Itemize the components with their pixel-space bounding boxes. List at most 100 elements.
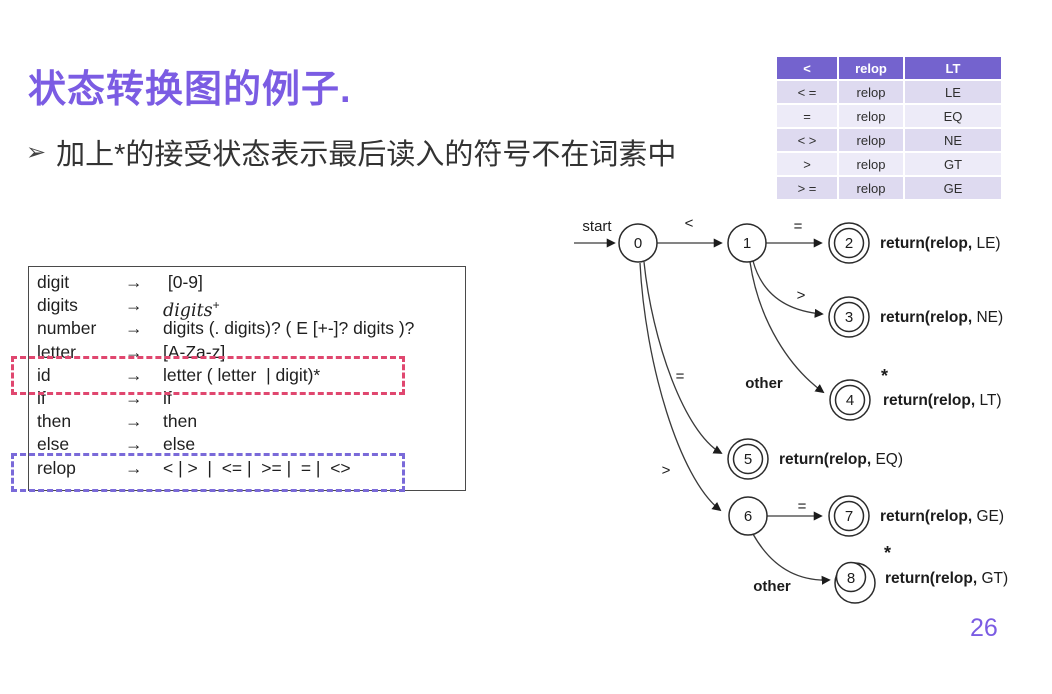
grammar-rhs: letter ( letter | digit)*: [163, 364, 321, 385]
return-action-label: return(relop, LT): [883, 392, 1002, 409]
grammar-rule: digits → digits+: [37, 294, 465, 322]
state-number: 3: [845, 309, 853, 326]
arrow-icon: →: [125, 457, 143, 478]
table-cell: relop: [839, 129, 905, 153]
grammar-lhs: relop: [37, 457, 76, 478]
grammar-lhs: digits: [37, 295, 78, 316]
state-number: 4: [846, 392, 854, 409]
grammar-rhs: else: [163, 434, 196, 455]
table-cell: =: [777, 105, 839, 129]
state-number: 7: [845, 508, 853, 525]
arrow-icon: →: [125, 295, 143, 316]
table-cell: < >: [777, 129, 839, 153]
return-action-label: return(relop, GT): [885, 570, 1008, 587]
return-action-label: return(relop, EQ): [779, 451, 903, 468]
table-cell: relop: [839, 105, 905, 129]
table-cell: EQ: [905, 105, 1003, 129]
transition-edge: [749, 261, 825, 394]
edge-label: other: [745, 375, 783, 392]
grammar-rhs: digits+: [163, 298, 220, 322]
page-title: 状态转换图的例子.: [28, 69, 352, 111]
state-number: 1: [743, 235, 751, 252]
table-cell: relop: [839, 153, 905, 177]
table-cell: relop: [839, 177, 905, 201]
table-header-cell: relop: [839, 57, 905, 81]
grammar-rhs: digits (. digits)? ( E [+-]? digits )?: [163, 318, 415, 339]
table-header-cell: LT: [905, 57, 1003, 81]
table-header-cell: <: [777, 57, 839, 81]
table-cell: NE: [905, 129, 1003, 153]
state-inner-circle: [833, 500, 865, 532]
grammar-lhs: if: [37, 387, 46, 408]
edge-label: >: [662, 462, 671, 479]
state-circle: [618, 223, 658, 263]
grammar-rhs: < | > | <= | >= | = | <>: [163, 457, 351, 478]
state-circle: [727, 223, 767, 263]
table-cell: relop: [839, 81, 905, 105]
state-number: 5: [744, 451, 752, 468]
table-cell: GT: [905, 153, 1003, 177]
bullet-line: ➢ 加上*的接受状态表示最后读入的符号不在词素中: [26, 131, 676, 173]
table-cell: > =: [777, 177, 839, 201]
transition-edge: [643, 261, 723, 454]
transition-edge: [752, 533, 831, 585]
return-action-label: return(relop, NE): [880, 309, 1003, 326]
grammar-box: digit→ [0-9]digits→digits+number→digits …: [28, 266, 466, 491]
grammar-rhs: if: [163, 387, 172, 408]
state-number: 8: [847, 570, 855, 587]
relop-highlight-box: [11, 453, 405, 492]
grammar-lhs: digit: [37, 272, 70, 292]
grammar-rule: else → else: [37, 433, 465, 456]
id-highlight-box: [11, 356, 405, 395]
table-cell: < =: [777, 81, 839, 105]
bullet-text: 加上*的接受状态表示最后读入的符号不在词素中: [56, 139, 677, 171]
grammar-lhs: id: [37, 364, 51, 385]
transition-edge: [752, 260, 824, 318]
state-number: 0: [634, 235, 642, 252]
transition-edge: [639, 262, 722, 512]
state-inner-circle: [732, 443, 764, 475]
state-number: 2: [845, 235, 853, 252]
grammar-lhs: then: [37, 411, 72, 432]
bullet-arrow-icon: ➢: [26, 138, 47, 166]
grammar-rhs: then: [163, 411, 198, 432]
grammar-rule: relop → < | > | <= | >= | = | <>: [37, 457, 465, 480]
edge-label: <: [685, 215, 694, 232]
edge-label: >: [797, 287, 806, 304]
table-cell: >: [777, 153, 839, 177]
grammar-lhs: number: [37, 318, 97, 339]
arrow-icon: →: [125, 272, 143, 292]
arrow-icon: →: [125, 411, 143, 432]
edge-label: =: [676, 368, 685, 385]
table-cell: GE: [905, 177, 1003, 201]
star-annotation: *: [884, 543, 891, 563]
grammar-lhs: else: [37, 434, 70, 455]
grammar-rule: id → letter ( letter | digit)*: [37, 364, 465, 387]
arrow-icon: →: [125, 364, 143, 385]
grammar-rule: then → then: [37, 410, 465, 433]
arrow-icon: →: [125, 318, 143, 339]
grammar-rhs: [0-9]: [163, 272, 203, 292]
state-inner-circle: [833, 301, 865, 333]
state-circle: [728, 496, 768, 536]
return-action-label: return(relop, GE): [880, 508, 1004, 525]
edge-label: other: [753, 578, 791, 595]
state-inner-circle: [833, 227, 865, 259]
return-action-label: return(relop, LE): [880, 235, 1001, 252]
edge-label: =: [798, 498, 807, 515]
table-cell: LE: [905, 81, 1003, 105]
grammar-rule: number → digits (. digits)? ( E [+-]? digi…: [37, 317, 465, 340]
star-annotation: *: [881, 366, 888, 386]
state-inner-circle: [835, 561, 867, 593]
arrow-icon: →: [125, 434, 143, 455]
edge-label: =: [794, 218, 803, 235]
